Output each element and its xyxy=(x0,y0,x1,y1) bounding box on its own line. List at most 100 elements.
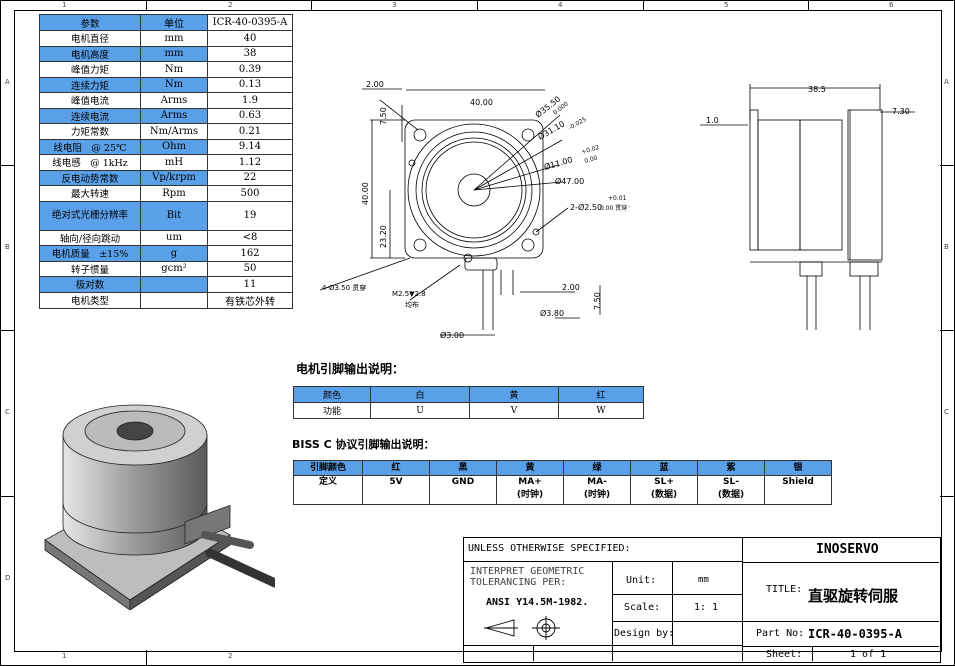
tb-line xyxy=(612,621,742,622)
spec-value: 0.21 xyxy=(207,123,293,140)
spec-param: 连续电流 xyxy=(39,107,141,124)
biss-header-cell: 绿 xyxy=(563,460,631,476)
spec-unit: Vp/krpm xyxy=(140,169,208,186)
spec-header-unit: 单位 xyxy=(140,14,208,31)
spec-header-row: 参数 单位 ICR-40-0395-A xyxy=(39,14,293,31)
tb-design-label: Design by: xyxy=(614,628,675,639)
pin-color-red: 红 xyxy=(558,386,644,403)
tb-line xyxy=(463,645,742,646)
zone-tick xyxy=(643,0,644,10)
biss-definition-cell: Shield xyxy=(764,475,832,505)
spec-value: 11 xyxy=(207,276,293,293)
spec-param: 峰值力矩 xyxy=(39,61,141,78)
zone-tick xyxy=(146,0,147,10)
dim-thread-note: 均布 xyxy=(405,300,419,309)
spec-value: 0.13 xyxy=(207,76,293,93)
biss-header-cell: 银 xyxy=(764,460,832,476)
tb-line xyxy=(612,561,613,661)
spec-value: <8 xyxy=(207,229,293,246)
spec-param: 轴向/径向跳动 xyxy=(39,229,141,246)
spec-param: 转子惯量 xyxy=(39,260,141,277)
tb-sheet-value: 1 of 1 xyxy=(850,649,887,660)
tb-line xyxy=(742,646,939,647)
dim-rear-length: 7.30 xyxy=(892,107,910,116)
zone-top-3: 3 xyxy=(392,1,397,9)
biss-definition-cell: SL+ (数据) xyxy=(630,475,698,505)
tb-title-label: TITLE: xyxy=(766,584,803,595)
zone-top-4: 4 xyxy=(558,1,563,9)
tb-line xyxy=(742,537,743,661)
dim-thread: M2.5▼2.8 xyxy=(392,290,426,298)
spec-param: 反电动势常数 xyxy=(39,169,141,186)
spec-value: 162 xyxy=(207,245,293,262)
tb-company: INOSERVO xyxy=(816,542,879,557)
dim-dia-47: Ø47.00 xyxy=(555,176,584,186)
zone-tick xyxy=(0,496,14,497)
pin-color-white: 白 xyxy=(370,386,470,403)
spec-value: 19 xyxy=(207,200,293,231)
spec-value: 0.39 xyxy=(207,61,293,78)
dim-mount-holes: 4-Ø3.50 贯穿 xyxy=(322,283,366,292)
biss-definition-cell: SL- (数据) xyxy=(697,475,765,505)
spec-param: 极对数 xyxy=(39,276,141,293)
dim-dia-38: Ø3.80 xyxy=(540,308,564,318)
biss-definition-cell: MA- (时钟) xyxy=(563,475,631,505)
dim-pin-tol-up: +0.01 xyxy=(608,195,627,202)
biss-header-cell: 蓝 xyxy=(630,460,698,476)
dim-pin-holes: 2-Ø2.50 xyxy=(570,202,602,212)
outer-circle xyxy=(407,123,541,257)
dim-flange-offset: 2.00 xyxy=(366,80,384,89)
zone-top-5: 5 xyxy=(724,1,729,9)
dim-dia-311-tol: -0.025 xyxy=(568,116,588,132)
zone-left-d: D xyxy=(5,574,11,582)
tb-interpret-2: TOLERANCING PER: xyxy=(470,577,567,588)
tb-unit-label: Unit: xyxy=(626,575,657,586)
spec-param: 电机质量 ±15% xyxy=(39,245,141,262)
pin-function-v: V xyxy=(469,402,559,419)
dim-dia-3: Ø3.00 xyxy=(440,330,464,340)
pin-function-label: 功能 xyxy=(293,402,371,419)
tb-sheet-label: Sheet: xyxy=(766,649,803,660)
biss-definition-cell: GND xyxy=(429,475,497,505)
biss-header-row: 引脚颜色红黑黄绿蓝紫银 xyxy=(293,460,832,476)
biss-header-cell: 黑 xyxy=(429,460,497,476)
spec-value: 40 xyxy=(207,30,293,47)
spec-unit: Rpm xyxy=(140,185,208,202)
spec-unit: Nm xyxy=(140,61,208,78)
dim-width: 40.00 xyxy=(470,98,493,107)
spec-value: 50 xyxy=(207,260,293,277)
spec-header-model: ICR-40-0395-A xyxy=(207,14,293,31)
biss-section-title: BISS C 协议引脚输出说明： xyxy=(292,438,435,451)
dim-overall-length: 38.5 xyxy=(808,85,826,94)
pin-color-row: 颜色 白 黄 红 xyxy=(293,386,644,403)
spec-param: 线电阻 @ 25℃ xyxy=(39,138,141,155)
spec-value: 38 xyxy=(207,45,293,62)
spec-header-param: 参数 xyxy=(39,14,141,31)
spec-param: 峰值电流 xyxy=(39,92,141,109)
biss-definition-cell: 定义 xyxy=(293,475,363,505)
projection-symbol-icon xyxy=(484,616,560,640)
spec-unit: mm xyxy=(140,45,208,62)
dim-top-offset: 7.50 xyxy=(379,107,388,125)
biss-header-cell: 红 xyxy=(362,460,430,476)
zone-right-a: A xyxy=(944,78,949,86)
tb-part-label: Part No: xyxy=(756,628,805,639)
spec-unit: Nm xyxy=(140,76,208,93)
tb-line xyxy=(672,561,673,645)
tb-line xyxy=(742,562,939,563)
spec-value: 有铁芯外转 xyxy=(207,291,293,309)
biss-header-cell: 黄 xyxy=(496,460,564,476)
zone-tick xyxy=(311,0,312,10)
biss-definition-cell: 5V xyxy=(362,475,430,505)
